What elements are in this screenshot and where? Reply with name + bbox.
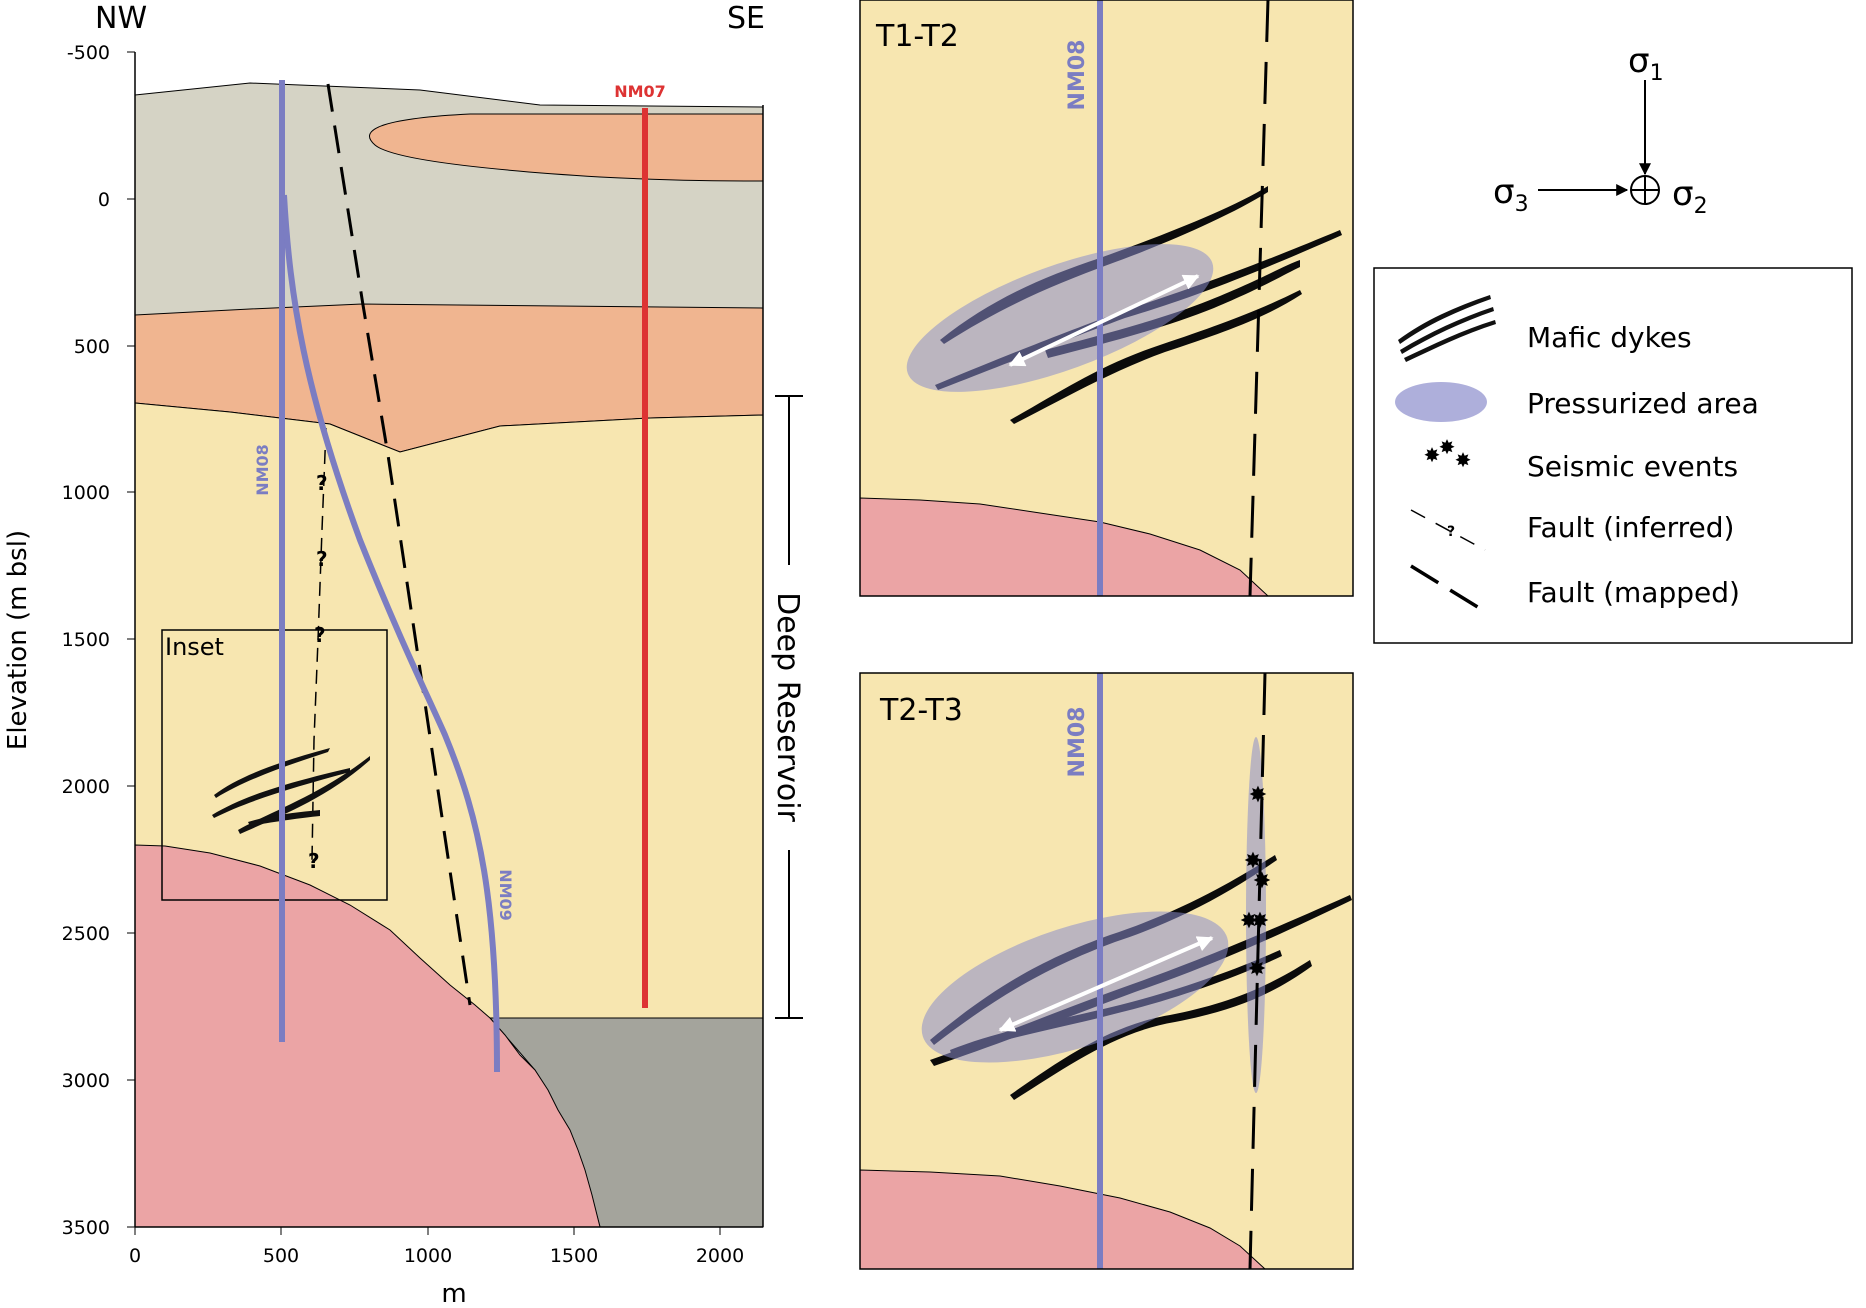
seismic-event: ✸: [1240, 909, 1258, 934]
y-ticks: -500 0 500 1000 1500 2000 2500 3000 3500: [62, 42, 135, 1239]
sigma3-symbol: σ: [1493, 172, 1515, 212]
fault-inferred-legend-icon: [1410, 509, 1486, 551]
legend: Mafic dykes Pressurized area ✸ ✸ ✸ Seism…: [1373, 267, 1853, 644]
basement-t1t2: [860, 497, 1269, 596]
sigma2-label: σ2: [1672, 174, 1708, 219]
orange-lens: [369, 113, 764, 182]
legend-pressurized-area: Pressurized area: [1527, 387, 1759, 420]
panel-t2t3-label: T2-T3: [879, 693, 963, 728]
y-tick-label: 3500: [62, 1217, 110, 1239]
panel-t1-t2: T1-T2 NM08: [859, 0, 1354, 597]
well-nm07-label: NM07: [614, 82, 666, 101]
deep-reservoir-label: Deep Reservoir: [770, 592, 805, 822]
pink-basement: [134, 844, 601, 1228]
sigma3-label: σ3: [1493, 172, 1529, 217]
y-tick-label: 1000: [62, 482, 110, 504]
x-tick-label: 1500: [550, 1245, 598, 1267]
well-nm08-label: NM08: [253, 444, 272, 496]
sigma3-subscript: 3: [1515, 192, 1529, 217]
fault-t1t2: [1248, 0, 1270, 596]
y-tick-label: 2000: [62, 776, 110, 798]
sigma1-symbol: σ: [1628, 41, 1650, 81]
inferred-fault-question-2: ?: [316, 547, 328, 571]
y-axis-title: Elevation (m bsl): [3, 530, 33, 750]
y-tick-label: 2500: [62, 923, 110, 945]
seismic-event: ✸: [1249, 783, 1267, 808]
sigma1-label: σ1: [1628, 41, 1664, 86]
inset-label: Inset: [165, 633, 224, 661]
seismic-event: ✸: [1244, 849, 1262, 874]
svg-text:✸: ✸: [1424, 443, 1441, 467]
mapped-fault-line: [326, 83, 472, 1006]
seismic-event: ✸: [1253, 869, 1271, 894]
x-axis-title: m: [441, 1279, 466, 1308]
panel-t1t2-label: T1-T2: [875, 19, 959, 54]
y-tick-label: 0: [98, 189, 110, 211]
deep-reservoir-bracket: [775, 395, 803, 1019]
sigma2-symbol-text: σ: [1672, 174, 1694, 214]
cross-section: ? ? ? ? Inset NM07 NM08 NM09 NW SE -500: [3, 1, 805, 1308]
legend-seismic-events: Seismic events: [1527, 450, 1738, 483]
x-ticks: 0 500 1000 1500 2000: [129, 1227, 744, 1267]
pressurized-area-legend-icon: [1395, 382, 1487, 422]
sigma2-subscript: 2: [1694, 194, 1708, 219]
y-tick-label: 3000: [62, 1070, 110, 1092]
x-tick-label: 0: [129, 1245, 141, 1267]
fault-t2t3: [1248, 673, 1267, 1269]
well-nm09: [281, 194, 500, 1073]
x-tick-label: 500: [263, 1245, 299, 1267]
panel-t2-t3: ✸ ✸ ✸ ✸ ✸ ✸ T2-T3 NM08: [859, 672, 1354, 1270]
inset-box: [161, 629, 388, 901]
x-tick-label: 1000: [404, 1245, 452, 1267]
fault-inferred-legend-mark: ?: [1447, 524, 1455, 540]
stress-diagram: σ1 σ2 σ3: [1493, 41, 1708, 219]
panel-t1t2-well-label: NM08: [1065, 40, 1090, 111]
svg-text:✸: ✸: [1439, 435, 1456, 459]
mafic-dykes-legend-icon: [1398, 295, 1496, 362]
sigma1-subscript: 1: [1650, 61, 1664, 86]
panel-t2t3-well-label: NM08: [1065, 707, 1090, 778]
direction-nw: NW: [95, 1, 147, 36]
svg-text:✸: ✸: [1455, 448, 1472, 472]
inferred-fault-question-4: ?: [308, 849, 320, 873]
inferred-fault-question-3: ?: [314, 623, 326, 647]
seismic-events-legend-icon: ✸ ✸ ✸: [1424, 435, 1472, 472]
well-nm09-label: NM09: [496, 869, 515, 921]
seismic-event: ✸: [1251, 909, 1269, 934]
seismic-event: ✸: [1248, 957, 1266, 982]
pressure-arrow-t1t2: [1008, 274, 1200, 367]
legend-fault-inferred: Fault (inferred): [1527, 511, 1734, 544]
legend-box: [1373, 267, 1853, 644]
legend-fault-mapped: Fault (mapped): [1527, 576, 1740, 609]
y-tick-label: -500: [67, 42, 110, 64]
seismic-events-t2t3: ✸ ✸ ✸ ✸ ✸ ✸: [1240, 783, 1271, 982]
inferred-fault-question-1: ?: [316, 471, 328, 495]
pressure-arrow-t2t3: [998, 936, 1214, 1032]
x-tick-label: 2000: [696, 1245, 744, 1267]
fault-mapped-legend-icon: [1410, 564, 1490, 616]
direction-se: SE: [727, 1, 765, 36]
y-tick-label: 500: [74, 336, 110, 358]
legend-mafic-dykes: Mafic dykes: [1527, 321, 1692, 354]
basement-t2t3: [860, 1169, 1266, 1269]
y-tick-label: 1500: [62, 629, 110, 651]
